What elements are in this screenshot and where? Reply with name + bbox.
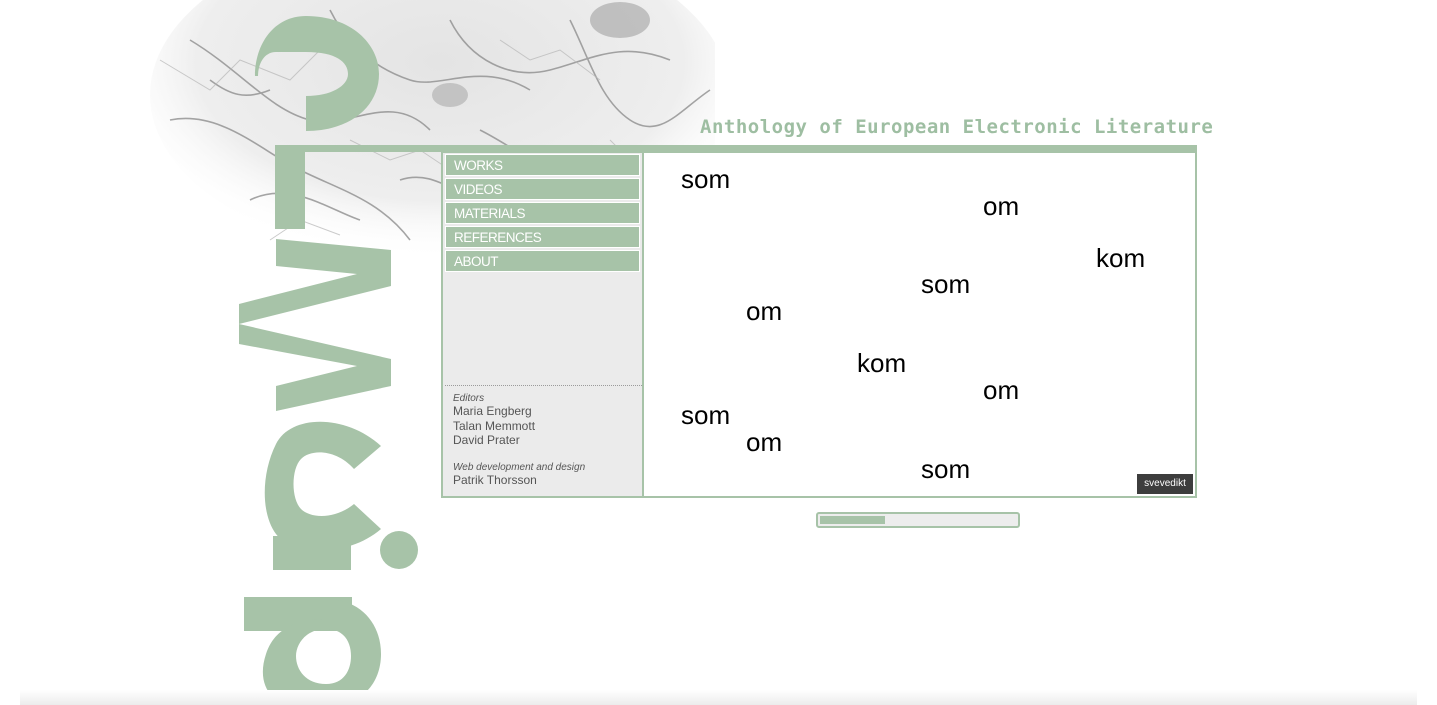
nav-item-about[interactable]: ABOUT [445, 250, 640, 272]
credits-panel: Editors Maria Engberg Talan Memmott Davi… [445, 385, 642, 493]
designer-name: Patrik Thorsson [453, 472, 537, 487]
sidebar: WORKS VIDEOS MATERIALS REFERENCES ABOUT … [443, 153, 644, 496]
content-frame: WORKS VIDEOS MATERIALS REFERENCES ABOUT … [441, 151, 1197, 498]
header-bar [275, 145, 1197, 152]
nav-item-videos[interactable]: VIDEOS [445, 178, 640, 200]
nav-item-works[interactable]: WORKS [445, 154, 640, 176]
design-heading: Web development and design [453, 461, 586, 473]
editor-name: Talan Memmott [453, 418, 536, 433]
elmcip-logo-icon[interactable] [236, 14, 426, 705]
poem-word: om [983, 191, 1020, 221]
editor-name: David Prater [453, 433, 520, 447]
poem-word: om [983, 375, 1020, 405]
work-title-badge[interactable]: svevedikt [1137, 474, 1193, 494]
nav-item-materials[interactable]: MATERIALS [445, 202, 640, 224]
poem-word: som [681, 164, 731, 194]
poem-word: som [681, 400, 731, 430]
poem-word: om [746, 296, 783, 326]
nav-item-references[interactable]: REFERENCES [445, 226, 640, 248]
editors-heading: Editors [453, 393, 485, 404]
poem-word: kom [1096, 243, 1146, 273]
site-title[interactable]: Anthology of European Electronic Literat… [700, 116, 1214, 138]
poem-word: som [921, 454, 971, 484]
progress-fill [820, 516, 885, 524]
progress-bar [816, 512, 1020, 528]
poem-canvas: som om kom som om kom om som om som [646, 153, 1195, 496]
poem-word: kom [857, 348, 907, 378]
main-nav: WORKS VIDEOS MATERIALS REFERENCES ABOUT [443, 154, 642, 272]
bottom-shade [20, 690, 1417, 705]
poem-word: om [746, 427, 783, 457]
poem-word: som [921, 269, 971, 299]
editor-name: Maria Engberg [453, 404, 532, 418]
